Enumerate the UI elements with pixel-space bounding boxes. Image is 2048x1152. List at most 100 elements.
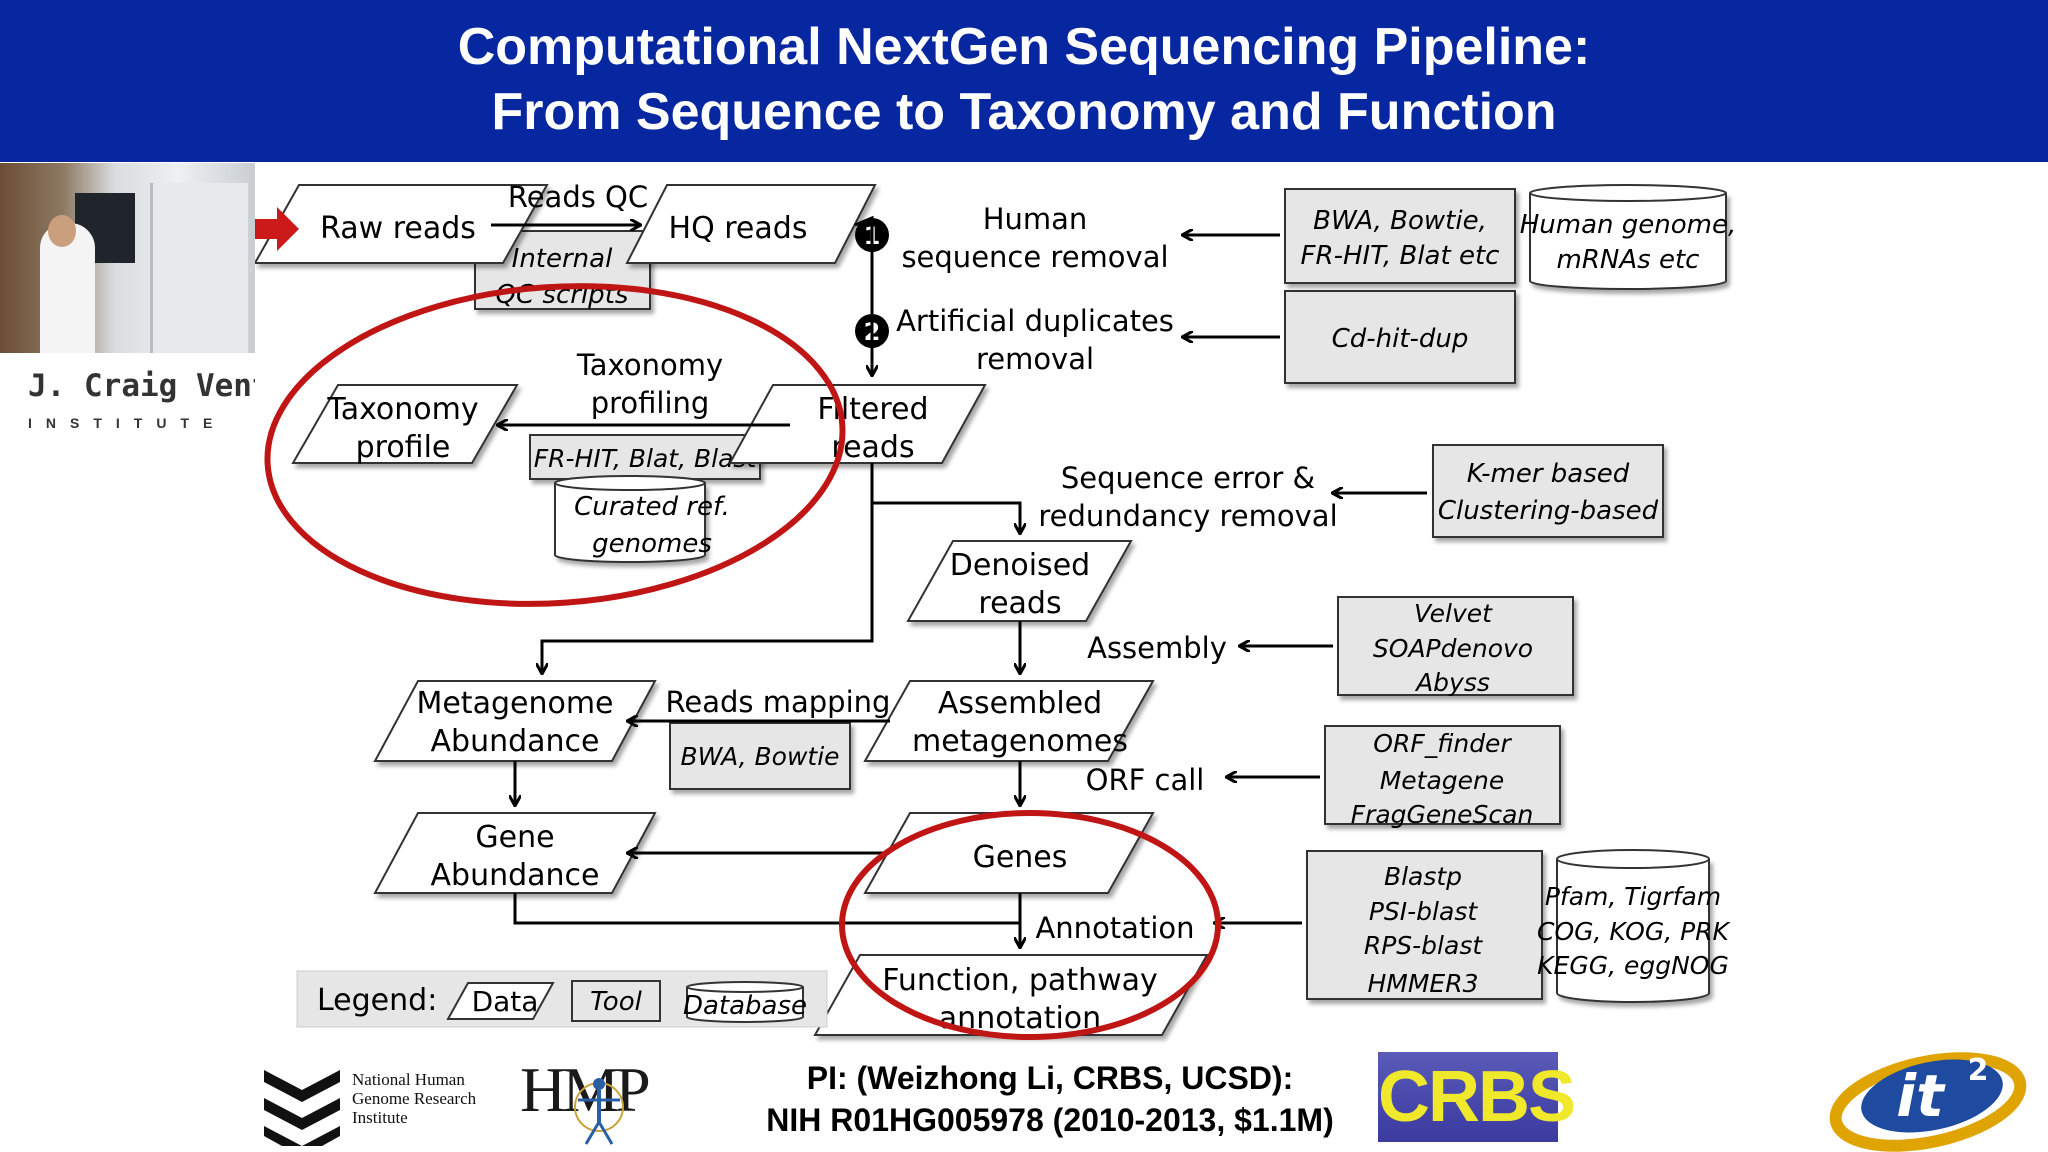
step-tax-profiling-1: Taxonomy [576,348,723,382]
node-taxonomy-profile: Taxonomy profile [291,384,519,465]
pi-line-2: NIH R01HG005978 (2010-2013, $1.1M) [766,1102,1334,1138]
legend-tool-shape [571,980,661,1022]
assembled-label-2: metagenomes [912,724,1128,759]
highlight-arrow-icon [255,207,299,251]
curated-label-1: Curated ref. [574,492,730,522]
crbs-logo: CRBS [1378,1052,1576,1142]
title-banner: Computational NextGen Sequencing Pipelin… [0,0,2048,162]
step-tax-profiling-2: profiling [591,386,710,420]
lab-photo [0,163,255,353]
tool-kmer: K-mer based Clustering-based [1432,444,1664,538]
tool-velvet: Velvet SOAPdenovo Abyss [1337,596,1574,697]
legend-database-label: Database [683,991,807,1021]
metagenome-ab-label-1: Metagenome [416,686,613,721]
hmp-logo: HMP [520,1054,651,1125]
tool-bwa-bowtie: BWA, Bowtie [669,722,851,790]
pipeline-diagram: Internal QC scripts BWA, Bowtie, FR-HIT,… [255,163,1775,1063]
highlight-circle-annotation [839,810,1221,1040]
it2-logo: it 2 [1829,1052,2027,1152]
orf-label-2: Metagene [1380,766,1505,795]
cdhit-label: Cd-hit-dup [1332,324,1469,354]
legend-data-shape [446,982,555,1020]
highlight-circle-taxonomy [264,283,846,607]
arrow-filtered-to-denoised [870,463,1020,533]
blastp-label-4: HMMER3 [1367,969,1478,998]
legend-tool-label: Tool [590,987,642,1017]
pfam-label-1: Pfam, Tigrfam [1545,882,1721,911]
node-genes: Genes [863,812,1155,894]
denoised-label-1: Denoised [950,548,1090,583]
genes-label: Genes [973,840,1068,875]
hmp-vitruvian-icon [574,1078,624,1145]
it2-superscript: 2 [1968,1053,1989,1088]
node-gene-abundance: Gene Abundance [373,812,657,894]
step-human-removal-1: Human [983,202,1088,236]
db-human-genome: Human genome, mRNAs etc [1520,184,1737,290]
researcher-head [48,215,76,247]
it2-text: it [1896,1062,1946,1130]
bwa-label-2: FR-HIT, Blat etc [1301,241,1500,271]
kmer-label-2: Clustering-based [1438,496,1659,526]
node-function-annotation: Function, pathway annotation [813,954,1209,1036]
node-raw-reads: Raw reads [255,184,549,264]
title-line-1: Computational NextGen Sequencing Pipelin… [457,18,1591,76]
frhit-label: FR-HIT, Blat, Blast [534,444,758,473]
raw-reads-label: Raw reads [320,211,476,246]
tool-cdhit: Cd-hit-dup [1284,290,1516,384]
nhgri-line-2: Genome Research [352,1089,477,1108]
tool-internal-qc: Internal QC scripts [474,230,651,310]
arrow-hq-to-filtered [854,215,872,375]
gene-ab-label-2: Abundance [431,858,600,893]
denoised-label-2: reads [978,586,1061,621]
nhgri-line-3: Institute [352,1108,408,1127]
step-seq-error-1: Sequence error & [1061,461,1315,495]
taxonomy-profile-label-1: Taxonomy [326,392,478,427]
orf-label-3: FragGeneScan [1351,800,1534,829]
velvet-label-2: SOAPdenovo [1373,634,1533,663]
legend-label: Legend: [317,983,437,1018]
blastp-label-3: RPS-blast [1364,931,1483,960]
nhgri-text: National Human Genome Research Institute [352,1070,476,1127]
gene-ab-label-1: Gene [475,820,554,855]
step-dup-removal-2: removal [976,342,1094,376]
pfam-label-3: KEGG, eggNOG [1537,951,1729,980]
bwa-label-1: BWA, Bowtie, [1313,206,1487,236]
tool-blastp: Blastp PSI-blast RPS-blast HMMER3 [1306,850,1543,1000]
velvet-label-3: Abyss [1414,668,1490,697]
step-reads-mapping: Reads mapping [666,685,891,719]
blastp-label-1: Blastp [1384,862,1462,891]
flow-arrows [491,215,1427,947]
node-denoised-reads: Denoised reads [906,540,1133,622]
arrow-filtered-to-metagenome [542,463,874,673]
step-dup-removal-1: Artificial duplicates [896,304,1174,338]
velvet-label-1: Velvet [1414,599,1493,628]
step-assembly: Assembly [1087,631,1227,665]
hq-reads-label: HQ reads [669,211,808,246]
db-curated-ref: Curated ref. genomes [554,475,730,563]
function-label-1: Function, pathway [882,963,1158,998]
node-metagenome-abundance: Metagenome Abundance [373,680,657,762]
db-pfam: Pfam, Tigrfam COG, KOG, PRK KEGG, eggNOG [1537,849,1732,1003]
internal-qc-label-1: Internal [512,244,613,274]
assembled-label-1: Assembled [938,686,1102,721]
node-hq-reads: HQ reads [625,184,877,264]
metagenome-ab-label-2: Abundance [431,724,600,759]
curated-label-2: genomes [592,529,712,559]
step-reads-qc: Reads QC [508,180,648,214]
legend: Legend: Data Tool Database [296,970,828,1028]
human-db-label-1: Human genome, [1520,210,1737,240]
tool-orf: ORF_finder Metagene FragGeneScan [1324,725,1561,829]
tool-bwa-frhit: BWA, Bowtie, FR-HIT, Blat etc [1284,188,1516,284]
step-annotation: Annotation [1035,911,1194,945]
legend-data-label: Data [472,985,539,1018]
pfam-label-2: COG, KOG, PRK [1537,917,1732,946]
kmer-label-1: K-mer based [1467,459,1630,489]
step-seq-error-2: redundancy removal [1038,499,1337,533]
bwa-bowtie-label: BWA, Bowtie [680,742,839,771]
title-line-2: From Sequence to Taxonomy and Function [491,83,1557,141]
step-human-removal-2: sequence removal [901,240,1168,274]
nhgri-logo-icon [264,1070,340,1146]
tool-frhit-blat-blast: FR-HIT, Blat, Blast [529,434,761,480]
line-gene-ab-to-annotation [513,893,1020,925]
orf-label-1: ORF_finder [1373,729,1512,758]
